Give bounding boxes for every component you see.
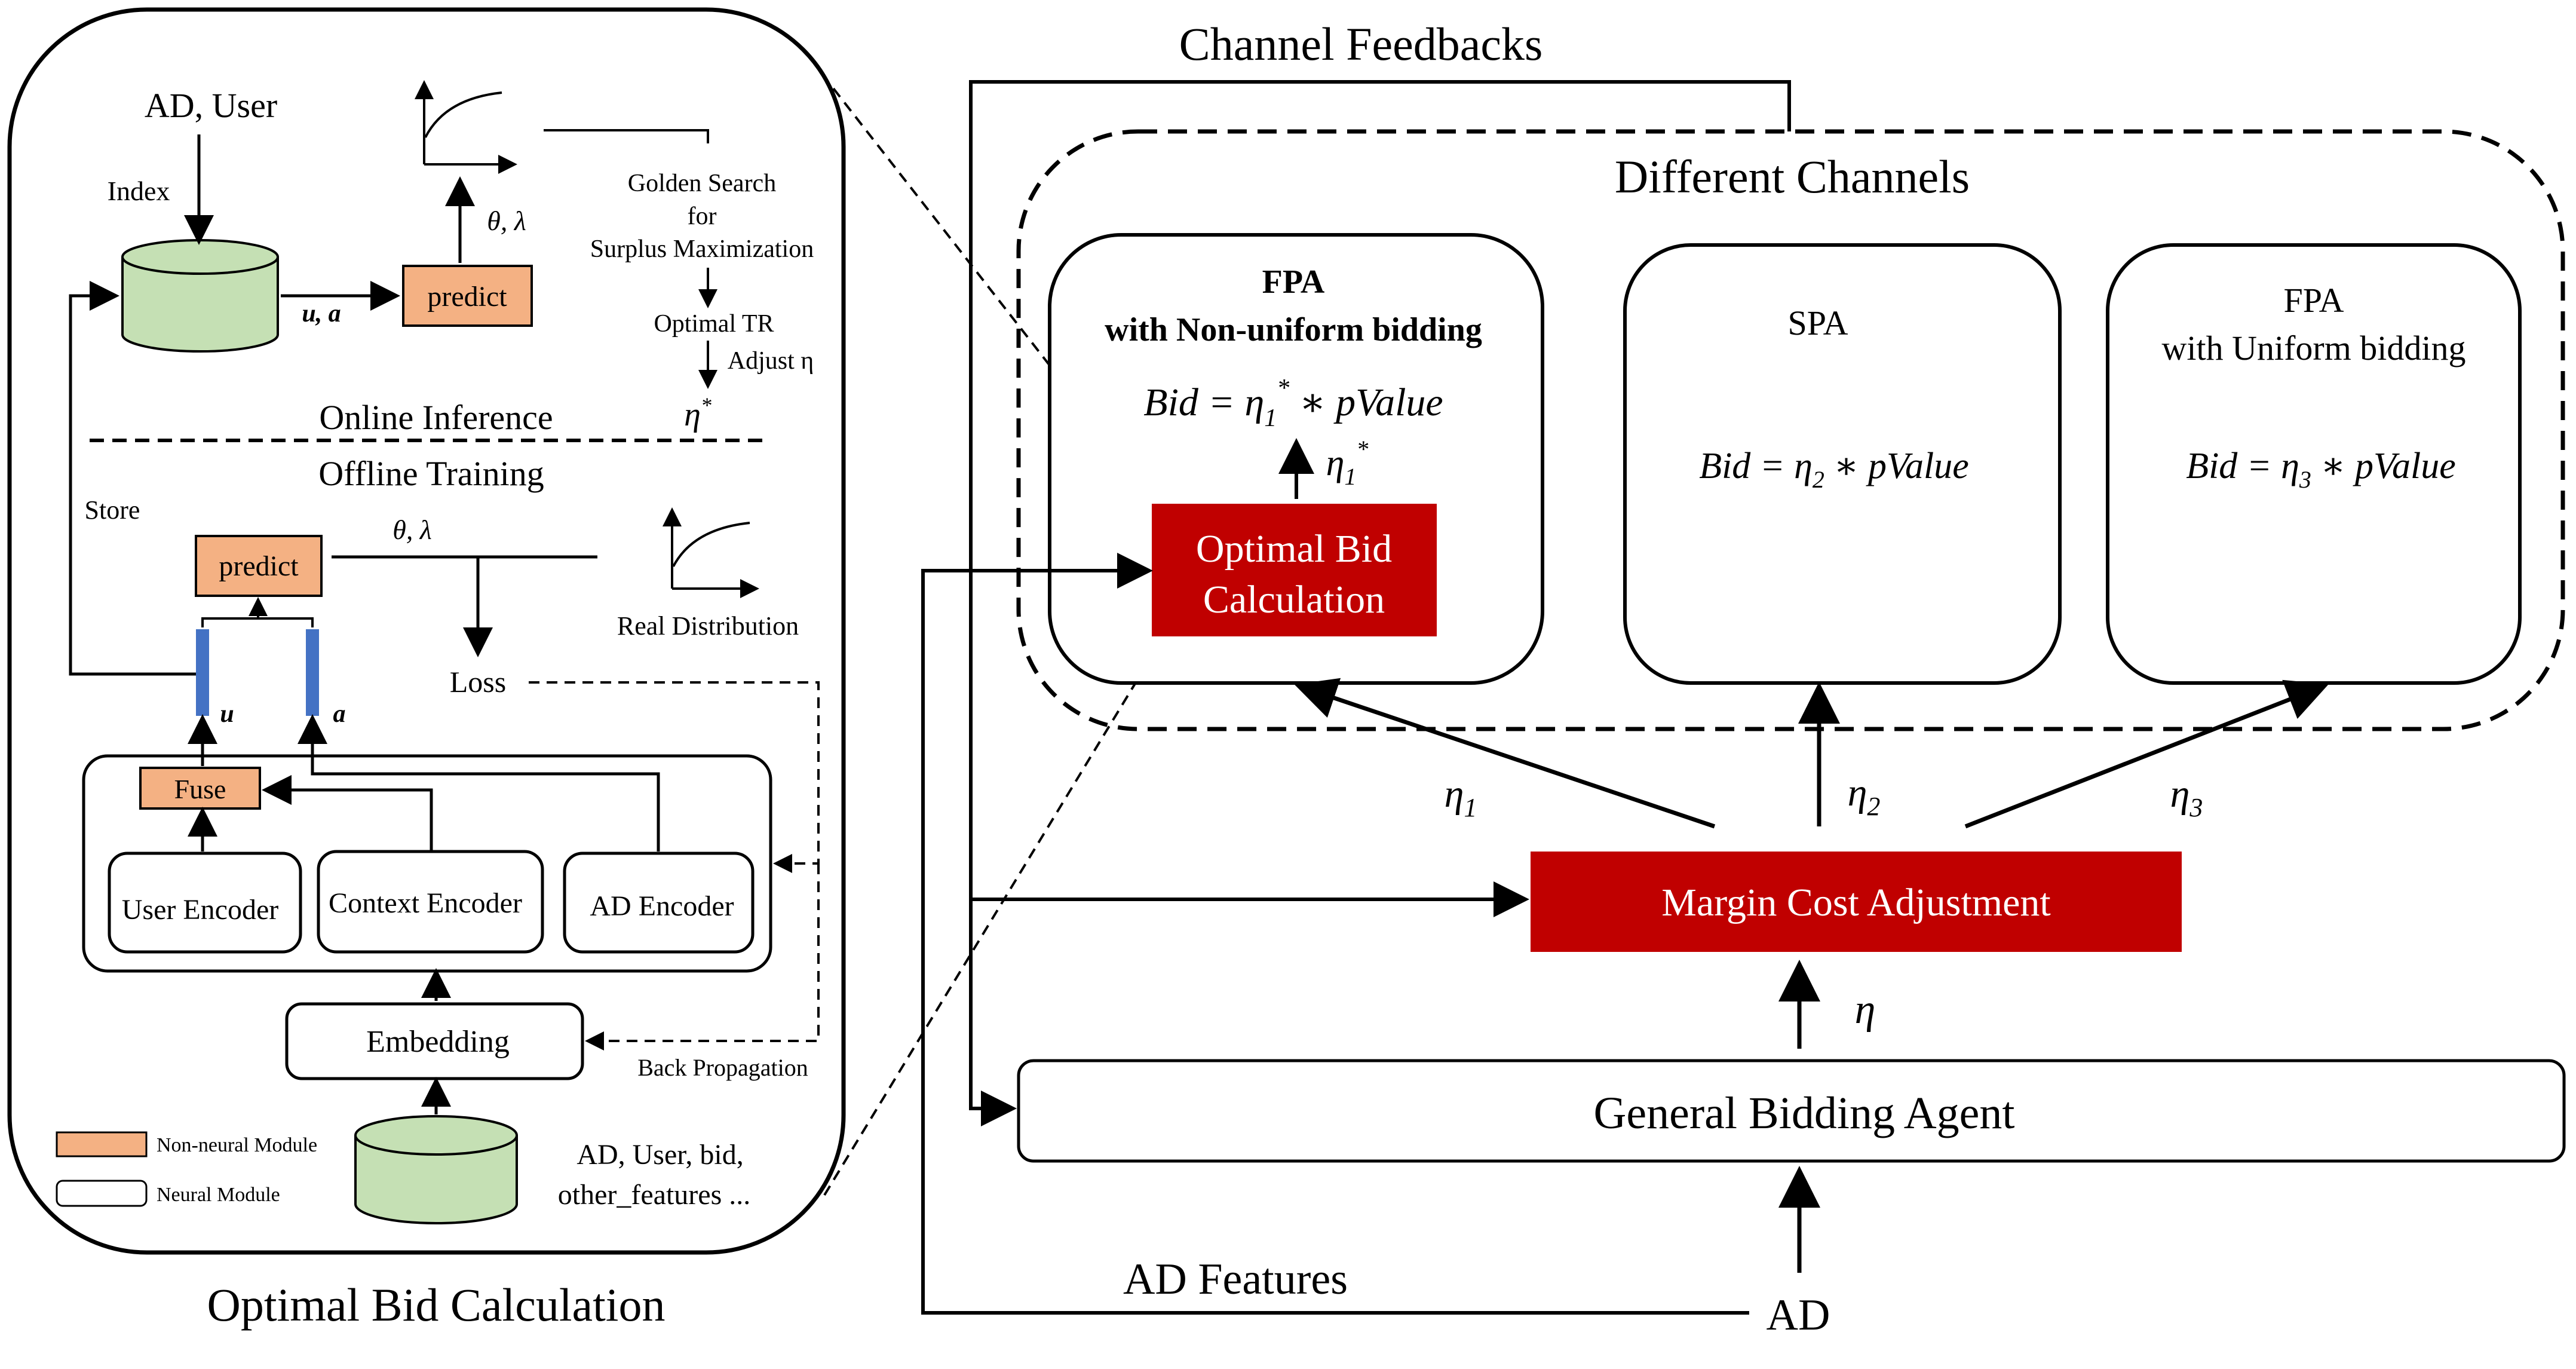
loss-label: Loss — [450, 665, 506, 699]
database-icon — [121, 239, 279, 353]
ad-features-label: AD Features — [1123, 1255, 1348, 1304]
legend-neural-swatch — [56, 1180, 148, 1207]
optimal-bid-line2: Calculation — [1203, 578, 1385, 621]
golden-search-line3: Surplus Maximization — [590, 235, 814, 263]
left-caption: Optimal Bid Calculation — [207, 1279, 666, 1331]
back-propagation-path — [529, 681, 820, 873]
fpa-nonuniform-title1: FPA — [1262, 264, 1325, 301]
predict-top-label: predict — [427, 281, 507, 313]
margin-cost-label: Margin Cost Adjustment — [1661, 881, 2051, 924]
db-features-line2: other_features ... — [558, 1179, 751, 1211]
predict-top-box — [402, 265, 533, 327]
general-agent-label: General Bidding Agent — [1594, 1088, 2015, 1138]
curve-chart-icon — [415, 80, 517, 174]
fuse-label: Fuse — [174, 774, 226, 804]
spa-title: SPA — [1787, 304, 1848, 342]
user-encoder-label: User Encoder — [122, 894, 279, 926]
db-features-line1: AD, User, bid, — [576, 1139, 743, 1171]
general-agent-box — [1017, 1059, 2566, 1163]
different-channels-container — [1016, 129, 2565, 731]
eta-label: η — [1855, 987, 1876, 1033]
u-label: u — [220, 700, 234, 728]
spa-formula: Bid = η2 ∗ pValue — [1699, 446, 1969, 493]
fpa-uniform-title1: FPA — [2283, 281, 2344, 320]
store-label: Store — [85, 495, 140, 525]
real-distribution-label: Real Distribution — [617, 611, 799, 641]
predict-bottom-box — [195, 535, 323, 597]
embedding-label: Embedding — [366, 1025, 510, 1059]
eta3-label: η3 — [2170, 772, 2203, 822]
online-inference-label: Online Inference — [319, 398, 553, 437]
optimal-tr-label: Optimal TR — [654, 310, 774, 338]
golden-search-line1: Golden Search — [628, 170, 776, 197]
eta-star-label: η* — [684, 393, 712, 433]
a-label: a — [333, 700, 346, 728]
optimal-bid-box — [1152, 504, 1437, 636]
channel-feedbacks-label: Channel Feedbacks — [1179, 18, 1543, 70]
ua-label: u, a — [302, 300, 341, 327]
ad-label: AD — [1767, 1291, 1830, 1340]
theta-lambda-bottom: θ, λ — [392, 514, 432, 545]
a-vector — [306, 629, 319, 716]
fpa-uniform-formula: Bid = η3 ∗ pValue — [2186, 446, 2456, 493]
user-encoder-box — [108, 852, 302, 954]
fpa-nonuniform-title2: with Non-uniform bidding — [1105, 311, 1482, 348]
u-vector — [196, 629, 209, 716]
index-label: Index — [108, 176, 170, 206]
legend-non-neural-label: Non-neural Module — [157, 1134, 317, 1156]
left-panel-border — [7, 7, 846, 1255]
fuse-box — [139, 767, 261, 810]
fpa-nonuniform-formula: Bid = η1* ∗ pValue — [1143, 375, 1443, 432]
adjust-eta-label: Adjust η — [728, 347, 814, 375]
theta-lambda-top: θ, λ — [487, 206, 526, 236]
fpa-uniform-title2: with Uniform bidding — [2161, 329, 2465, 367]
ad-user-label: AD, User — [145, 86, 277, 125]
legend-neural-label: Neural Module — [157, 1184, 280, 1206]
predict-bottom-label: predict — [219, 550, 299, 582]
offline-training-label: Offline Training — [318, 454, 544, 493]
real-distribution-chart-icon — [663, 507, 759, 598]
ad-encoder-label: AD Encoder — [590, 890, 734, 922]
spa-box — [1623, 243, 2062, 685]
ad-encoder-box — [563, 852, 755, 954]
eta2-label: η2 — [1848, 771, 1881, 821]
context-encoder-label: Context Encoder — [329, 887, 522, 919]
optimal-bid-line1: Optimal Bid — [1196, 527, 1392, 571]
different-channels-label: Different Channels — [1615, 151, 1970, 203]
golden-search-line2: for — [688, 203, 717, 230]
back-propagation-label: Back Propagation — [637, 1054, 808, 1081]
eta1-label: η1 — [1445, 772, 1477, 822]
feature-database-icon — [354, 1115, 518, 1224]
margin-cost-box — [1531, 852, 2182, 952]
legend-non-neural-swatch — [56, 1131, 148, 1157]
